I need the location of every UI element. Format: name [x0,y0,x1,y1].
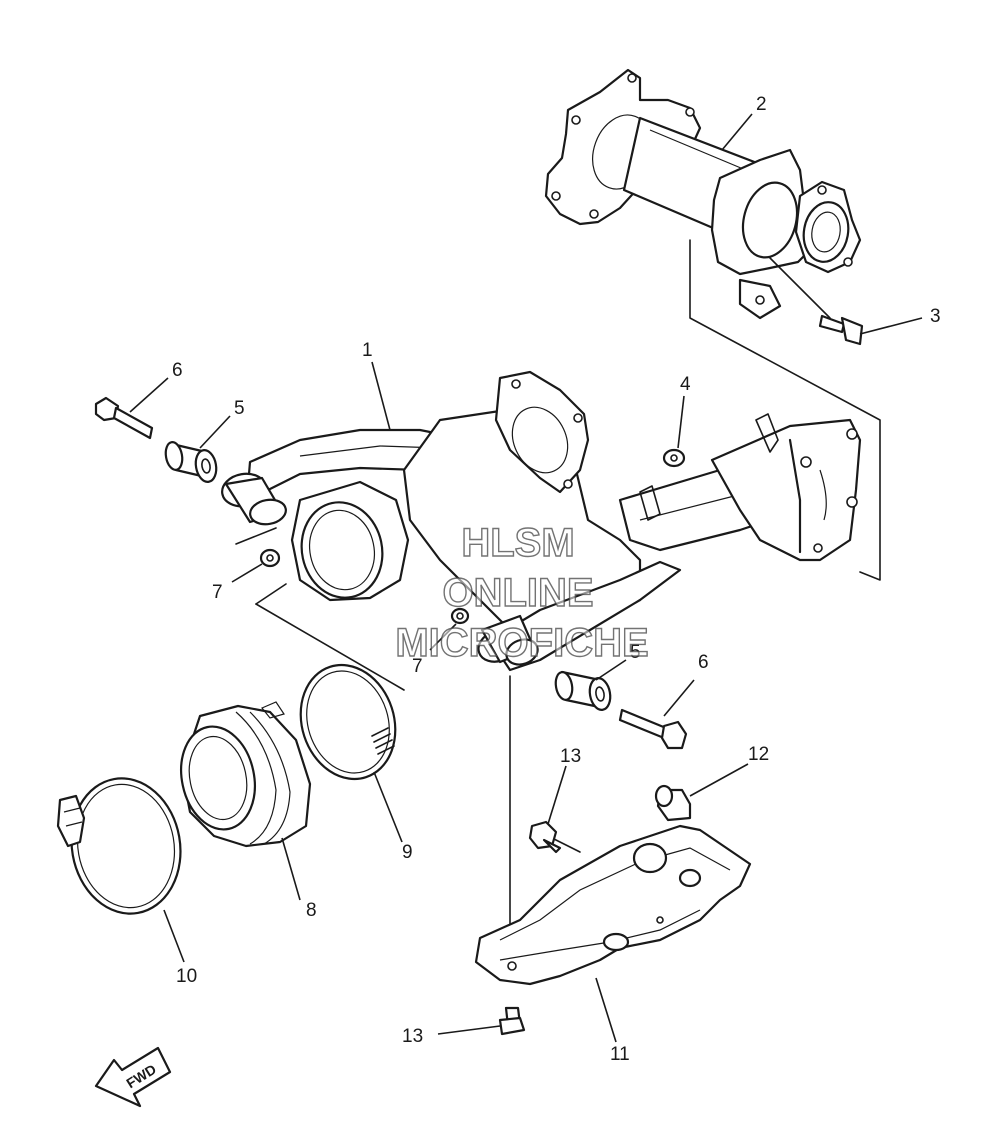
part-10-hose-clamp [56,777,182,915]
part-8-boot [180,701,312,848]
assembly-guide-lines [235,239,881,971]
part-1-swingarm [221,370,862,672]
watermark-line-3: MICROFICHE [395,621,648,665]
callout-3: 3 [930,306,941,327]
part-6-bolt-left [94,396,154,440]
callout-9: 9 [402,842,413,863]
watermark-line-2: ONLINE [442,571,593,615]
callout-7-right: 7 [412,656,423,677]
callout-5-right: 5 [630,642,641,663]
callout-8: 8 [306,900,317,921]
part-2-axle-housing [544,68,862,320]
callout-10: 10 [176,966,197,987]
callout-12: 12 [748,744,769,765]
callout-6-left: 6 [172,360,183,381]
part-5-bushing-right [554,670,612,711]
part-7-nut-left [259,548,281,568]
callout-13-upper: 13 [560,746,581,767]
watermark: HLSM ONLINE MICROFICHE [395,520,650,665]
part-9-clamp-ring [299,663,397,781]
callout-6-right: 6 [698,652,709,673]
part-7-nut-right [450,607,470,625]
part-11-skid-plate [474,824,752,986]
part-13-bolt-upper [528,820,562,854]
part-13-bolt-lower [498,1006,526,1036]
fwd-direction-arrow: FWD [94,1046,172,1108]
callout-5-left: 5 [234,398,245,419]
leader-lines [129,113,923,1043]
part-12-bumper [654,784,692,822]
callout-13-lower: 13 [402,1026,423,1047]
part-5-bushing-left [164,441,218,483]
callout-2: 2 [756,94,767,115]
callout-4: 4 [680,374,691,395]
callout-11: 11 [610,1044,630,1065]
callout-7-left: 7 [212,582,223,603]
part-3-bolt [818,314,864,346]
callout-1: 1 [362,340,373,361]
part-4-nut [662,448,686,468]
watermark-line-1: HLSM [461,521,574,565]
part-6-bolt-right [618,708,688,750]
